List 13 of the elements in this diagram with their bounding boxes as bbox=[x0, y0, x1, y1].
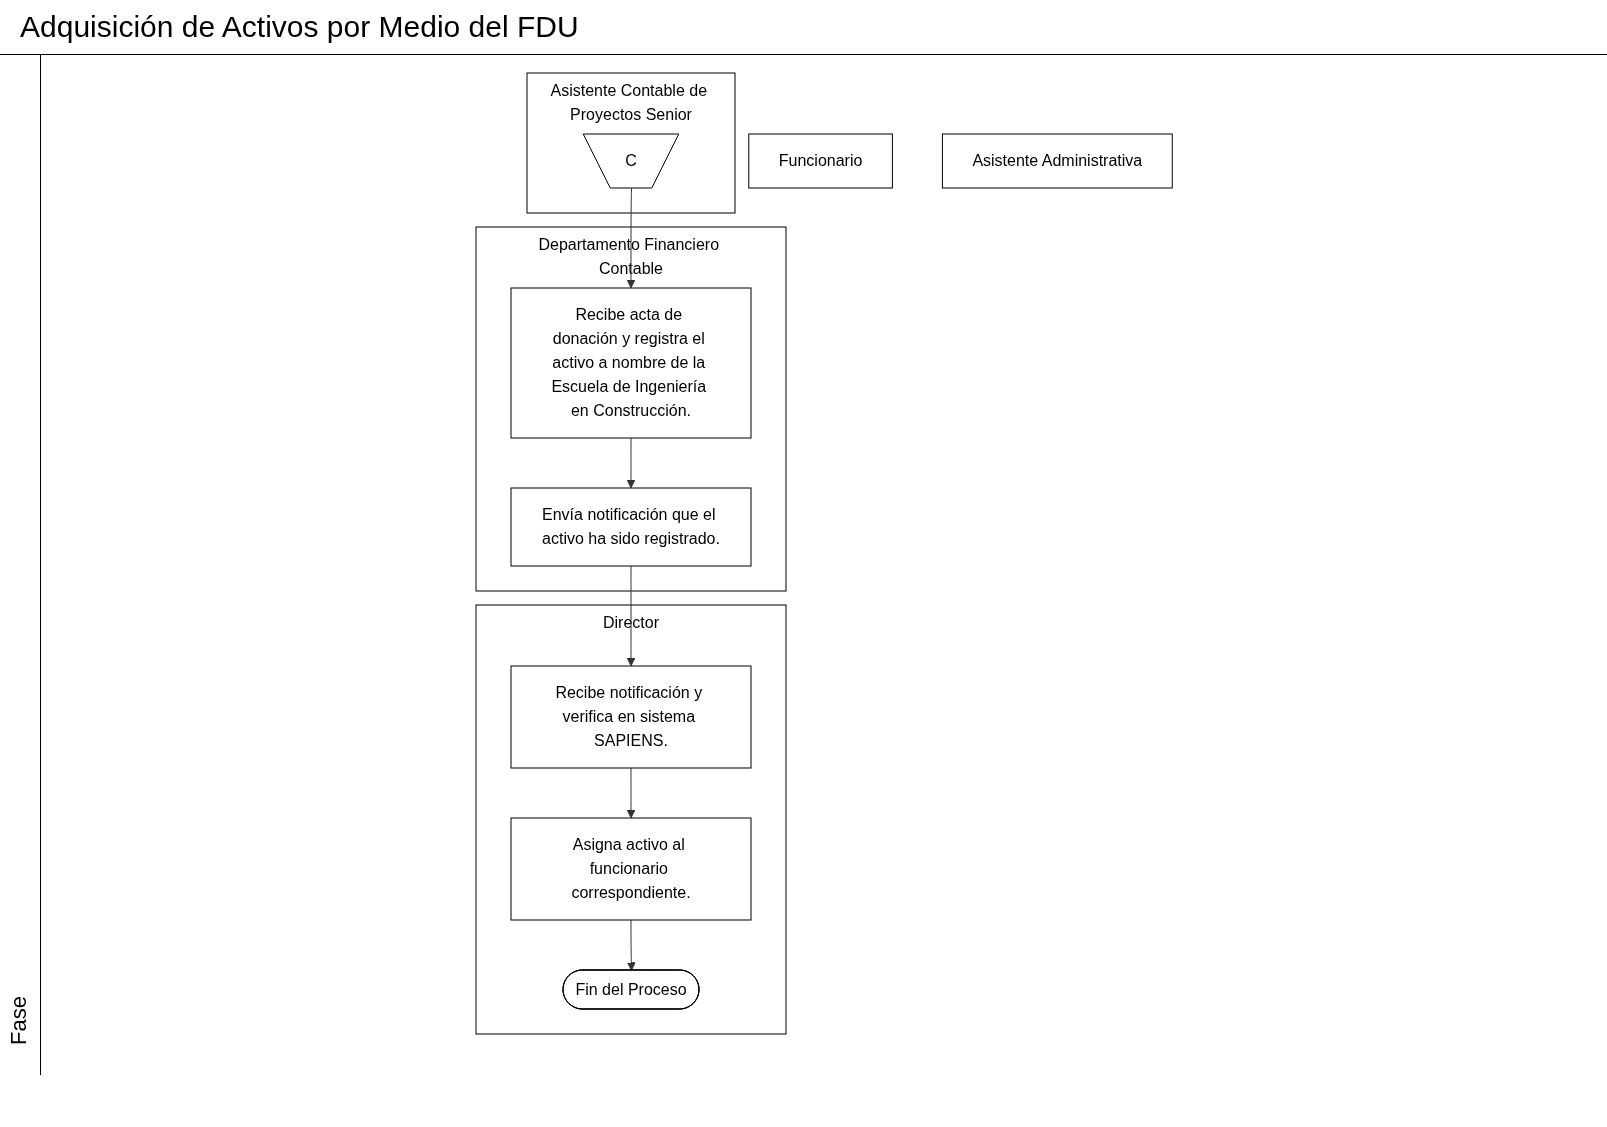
arrow bbox=[626, 565, 636, 667]
node-box: Asistente Administrativa bbox=[941, 133, 1173, 189]
arrow bbox=[626, 919, 636, 971]
arrow bbox=[626, 437, 636, 489]
arrow bbox=[626, 188, 636, 289]
node-box: Recibe acta de donación y registra el activo a nombre de la Escuela de Ingeniería en Construcción. bbox=[510, 287, 752, 439]
arrow bbox=[626, 767, 636, 819]
node-box: Funcionario bbox=[748, 133, 893, 189]
node-box: Recibe notificación y verifica en sistema SAPIENS. bbox=[510, 665, 752, 769]
diagram-title: Adquisición de Activos por Medio del FDU bbox=[0, 0, 1607, 55]
phase-label: Fase bbox=[6, 996, 32, 1045]
node-box: Asigna activo al funcionario correspondiente. bbox=[510, 817, 752, 921]
node-box: Envía notificación que el activo ha sido registrado. bbox=[510, 487, 752, 567]
